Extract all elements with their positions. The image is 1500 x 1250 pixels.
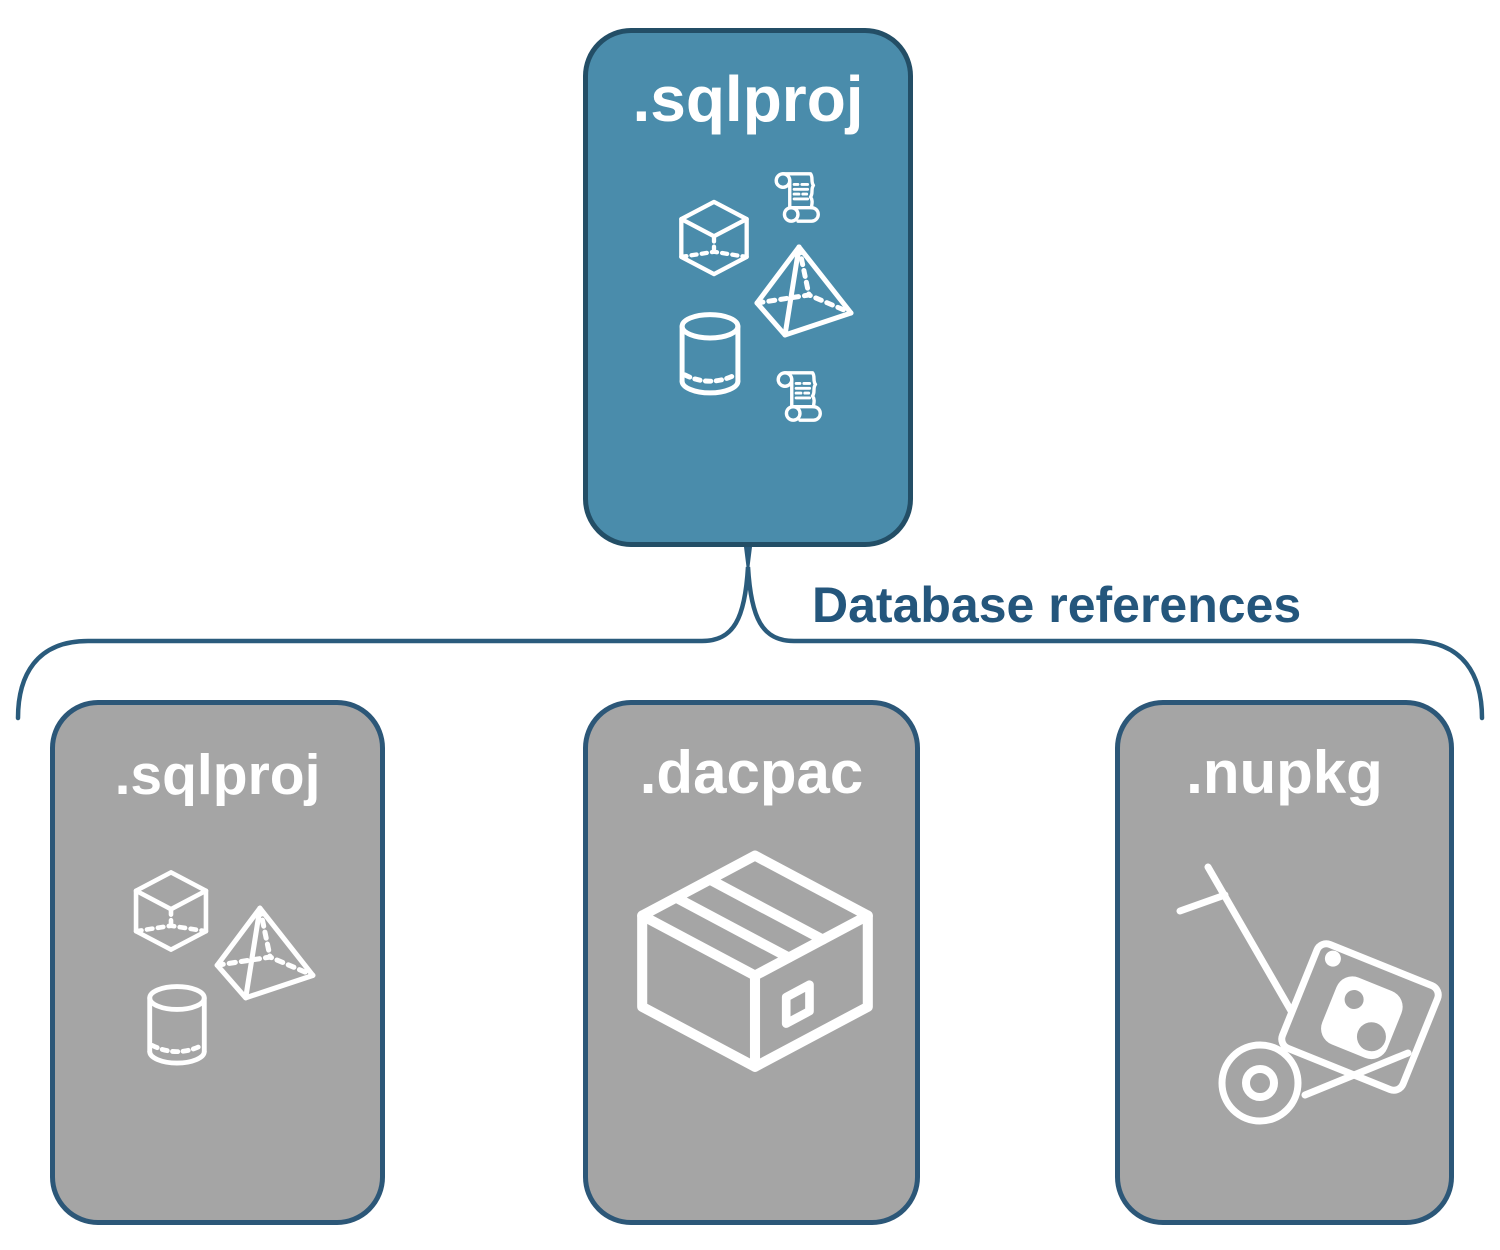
connector-label: Database references [812,577,1302,633]
node-child-sqlproj: .sqlproj [50,700,385,1225]
hand-truck-package-icon [1176,863,1442,1125]
child-nupkg-label: .nupkg [1186,739,1383,806]
database-cylinder-icon [147,984,207,1066]
connector-stem [744,547,752,567]
scroll-icon [774,172,820,223]
cube-icon [133,870,209,952]
node-root-sqlproj: .sqlproj [583,28,913,547]
node-child-dacpac: .dacpac [583,700,920,1225]
pyramid-icon [214,905,316,1001]
pyramid-icon [754,244,854,338]
root-node-label: .sqlproj [632,63,864,135]
cube-icon [679,199,749,277]
child-dacpac-label: .dacpac [639,739,864,806]
node-child-nupkg: .nupkg [1115,700,1454,1225]
database-cylinder-icon [679,312,741,396]
hand-truck-handle [1176,891,1229,915]
connector-brace [15,566,1485,721]
scroll-icon [776,371,822,422]
hand-truck-wheel [1218,1041,1302,1125]
hand-truck-footplate [1301,1049,1412,1099]
package-box-icon [637,850,873,1072]
child-sqlproj-label: .sqlproj [114,743,321,807]
